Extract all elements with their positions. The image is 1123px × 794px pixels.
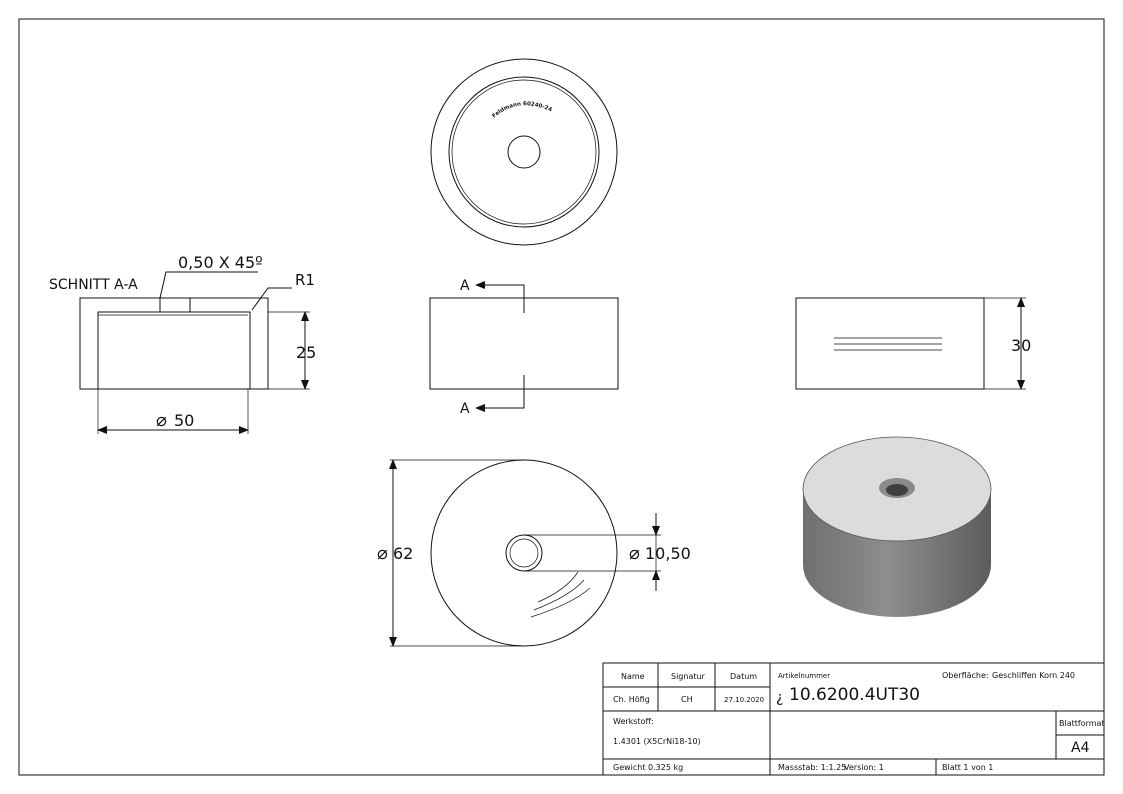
outer-diameter-dimension: 62 xyxy=(393,544,413,563)
material-label: Werkstoff: xyxy=(613,717,654,726)
format-value: A4 xyxy=(1071,740,1090,756)
version: Version: 1 xyxy=(844,763,884,772)
section-view: SCHNITT A-A 0,50 X 45º R1 25 ⌀ 50 xyxy=(49,253,316,434)
title-block: Name Signatur Datum Ch. Höfig CH 27.10.2… xyxy=(602,662,1105,776)
name-header: Name xyxy=(621,672,645,681)
surface-label: Oberfläche: xyxy=(942,671,989,680)
section-marker-bottom: A xyxy=(460,401,470,417)
diameter-symbol: ⌀ xyxy=(377,543,388,564)
diameter-symbol: ⌀ xyxy=(629,543,640,564)
top-view: Feldmann 60240-240-30 xyxy=(0,0,618,246)
diameter-symbol: ⌀ xyxy=(156,410,167,431)
weight: Gewicht 0.325 kg xyxy=(613,763,683,772)
article-number: 10.6200.4UT30 xyxy=(789,685,920,705)
plan-view: ⌀ 62 ⌀ 10,50 xyxy=(377,459,691,647)
article-prefix: ¿ xyxy=(776,690,783,706)
isometric-view xyxy=(802,436,992,617)
drafter-name: Ch. Höfig xyxy=(613,695,650,704)
material-value: 1.4301 (X5CrNi18-10) xyxy=(613,737,701,746)
date-header: Datum xyxy=(730,672,757,681)
depth-dimension: 25 xyxy=(296,343,316,362)
surface-value: Geschliffen Korn 240 xyxy=(992,671,1075,680)
inner-diameter-dimension: 50 xyxy=(174,411,194,430)
hole-diameter-dimension: 10,50 xyxy=(645,544,691,563)
scale: Massstab: 1:1.25 xyxy=(778,763,846,772)
chamfer-dimension: 0,50 X 45º xyxy=(178,253,263,272)
format-label: Blattformat xyxy=(1059,719,1105,728)
article-label: Artikelnummer xyxy=(778,672,830,680)
front-view: A A xyxy=(429,278,619,417)
engraving-text: Feldmann 60240-240-30 xyxy=(0,0,553,119)
sheet-border xyxy=(18,18,1105,776)
section-marker-top: A xyxy=(460,278,470,294)
side-view: 30 xyxy=(795,297,1031,390)
drawing-date: 27.10.2020 xyxy=(724,696,764,704)
sheet-number: Blatt 1 von 1 xyxy=(942,763,993,772)
radius-dimension: R1 xyxy=(295,271,315,289)
drafter-signature: CH xyxy=(681,695,693,704)
section-label: SCHNITT A-A xyxy=(49,277,138,293)
signature-header: Signatur xyxy=(671,672,706,681)
height-dimension: 30 xyxy=(1011,336,1031,355)
